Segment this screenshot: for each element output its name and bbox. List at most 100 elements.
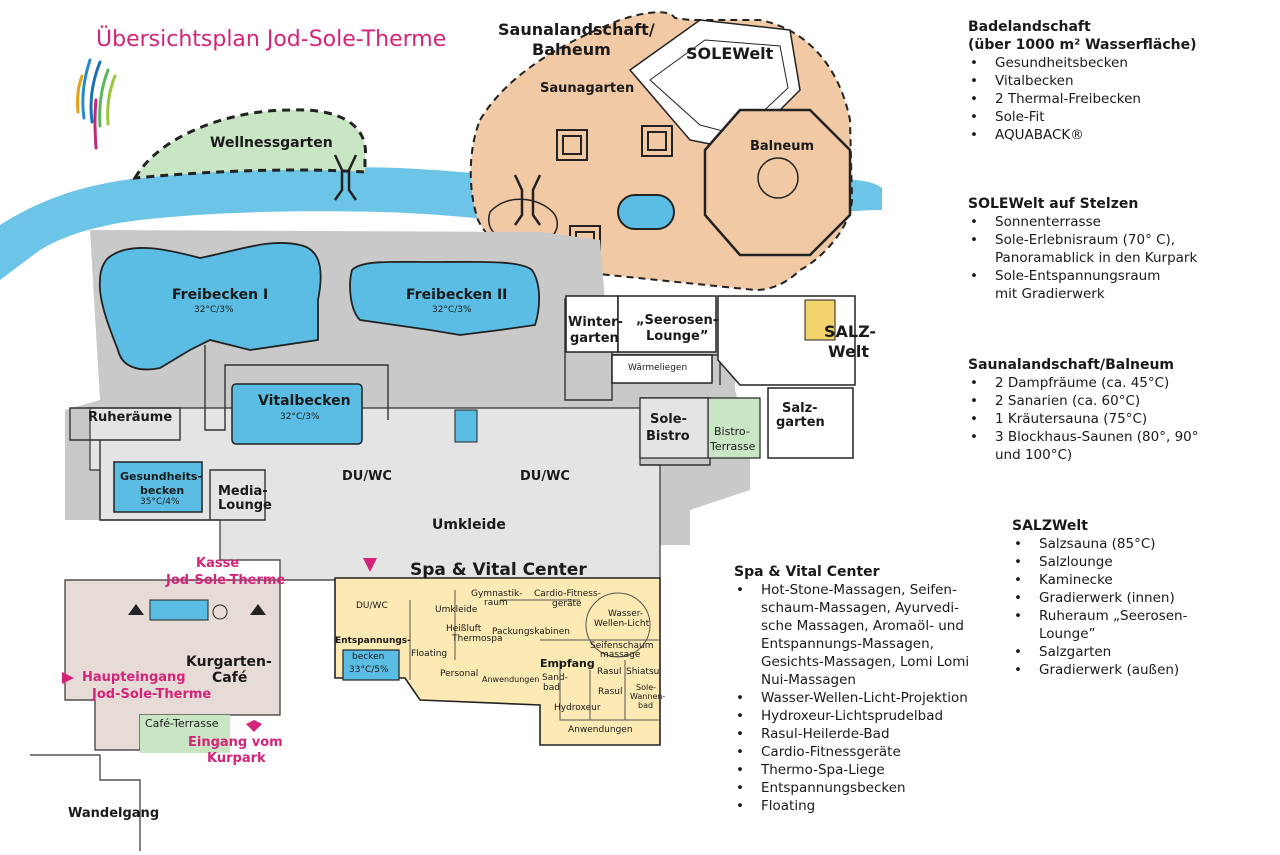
label-salzgarten-1: Salz- xyxy=(782,401,818,416)
legend-item: Kaminecke xyxy=(1012,571,1187,589)
label-anwendungen-1: Anwendungen xyxy=(482,675,540,684)
label-shiatsu: Shiatsu xyxy=(626,667,660,677)
legend-item: AQUABACK® xyxy=(968,126,1197,144)
legend-item-cont: Entspannungs-Massagen, xyxy=(761,636,934,652)
legend-item-cont: Nui-Massagen xyxy=(761,672,856,688)
legend-item-cont: Lounge” xyxy=(1039,626,1096,642)
label-rasul-2: Rasul xyxy=(598,687,623,697)
label-gesundheitsbecken-1: Gesundheits- xyxy=(120,470,203,483)
label-wasser-wellen-1: Wasser- xyxy=(608,609,644,619)
legend-item: Thermo-Spa-Liege xyxy=(734,761,969,779)
label-salzgarten-2: garten xyxy=(776,415,825,430)
legend-item: Gradierwerk (innen) xyxy=(1012,589,1187,607)
legend-item-cont: Panoramablick in den Kurpark xyxy=(995,250,1198,266)
legend-sauna: Saunalandschaft/Balneum 2 Dampfräume (ca… xyxy=(968,356,1199,464)
spa-walls xyxy=(409,590,660,721)
sauna-pool xyxy=(617,194,675,230)
legend-item-cont: mit Gradierwerk xyxy=(995,286,1105,302)
label-heissluft-1: Heißluft xyxy=(446,624,482,634)
river-bank xyxy=(0,224,61,266)
label-salzwelt-1: SALZ- xyxy=(824,322,877,341)
legend-item: Ruheraum „Seerosen- xyxy=(1012,607,1187,625)
label-rasul-1: Rasul xyxy=(597,667,622,677)
label-wintergarten-1: Winter- xyxy=(568,315,623,330)
label-haupteingang-1: Haupteingang xyxy=(82,670,186,685)
legend-item: Sonnenterrasse xyxy=(968,213,1197,231)
vitalbecken-pool xyxy=(231,383,363,445)
entspannungsbecken-pool xyxy=(342,649,400,681)
label-duwc-2: DU/WC xyxy=(520,469,570,484)
label-wintergarten-2: garten xyxy=(570,331,619,346)
label-seerosen-2: Lounge” xyxy=(646,329,709,344)
freibecken-1-pool xyxy=(98,242,322,371)
label-salzwelt-2: Welt xyxy=(828,342,870,361)
label-kasse-2: Jod-Sole-Therme xyxy=(166,573,286,588)
seerosen-lounge-room xyxy=(617,295,717,353)
legend-item: Wasser-Wellen-Licht-Projektion xyxy=(734,689,969,707)
therme-logo xyxy=(76,58,117,150)
label-packungskabinen: Packungskabinen xyxy=(492,627,570,637)
legend-item: Sole-Entspannungsraum xyxy=(968,267,1197,285)
balneum-building xyxy=(703,108,852,257)
label-vitalbecken-temp: 32°C/3% xyxy=(280,412,320,422)
label-seifenschaum-1: Seifenschaum xyxy=(590,641,654,651)
label-eingang-kurpark-2: Kurpark xyxy=(207,751,266,766)
label-gesundheitsbecken-temp: 35°C/4% xyxy=(140,497,180,507)
label-sole-wannenbad-1: Sole- xyxy=(636,683,657,692)
label-gymnastikraum-2: raum xyxy=(484,598,508,608)
legend-salzwelt-title: SALZWelt xyxy=(1012,518,1088,534)
label-seifenschaum-2: massage xyxy=(600,650,641,660)
label-wandelgang: Wandelgang xyxy=(68,806,160,821)
label-kurgarten-1: Kurgarten- xyxy=(186,654,272,670)
legend-item: 2 Sanarien (ca. 60°C) xyxy=(968,392,1199,410)
legend-badelandschaft-title-2: (über 1000 m² Wasserfläche) xyxy=(968,37,1197,53)
label-solewelt: SOLEWelt xyxy=(686,44,774,63)
gesundheitsbecken-pool xyxy=(113,461,203,513)
legend-item: 2 Dampfräume (ca. 45°C) xyxy=(968,374,1199,392)
legend-item: Hydroxeur-Lichtsprudelbad xyxy=(734,707,969,725)
haupteingang-arrow xyxy=(62,672,74,684)
map-title: Übersichtsplan Jod-Sole-Therme xyxy=(96,27,447,52)
label-eingang-kurpark-1: Eingang vom xyxy=(188,735,283,750)
legend-item: 2 Thermal-Freibecken xyxy=(968,90,1197,108)
legend-badelandschaft-title-1: Badelandschaft xyxy=(968,19,1091,35)
legend-item: Gesundheitsbecken xyxy=(968,54,1197,72)
label-media-lounge-1: Media- xyxy=(218,484,268,499)
label-vitalbecken: Vitalbecken xyxy=(258,393,351,409)
legend-item-cont: und 100°C) xyxy=(995,447,1073,463)
label-wasser-wellen-2: Wellen-Licht xyxy=(594,619,650,629)
label-waermeliegen: Wärmeliegen xyxy=(628,363,688,373)
label-balneum: Balneum xyxy=(750,139,815,154)
label-entspannungsbecken-1: Entspannungs- xyxy=(335,636,411,646)
label-haupteingang-2: Jod-Sole-Therme xyxy=(92,687,212,702)
label-personal: Personal xyxy=(440,669,479,679)
wintergarten-room xyxy=(565,295,619,353)
label-anwendungen-2: Anwendungen xyxy=(568,725,633,735)
freibecken-2-pool xyxy=(349,260,541,336)
legend-badelandschaft: Badelandschaft (über 1000 m² Wasserfläch… xyxy=(968,18,1197,144)
legend-item: Floating xyxy=(734,797,969,815)
label-sole-bistro-1: Sole- xyxy=(650,412,687,427)
label-seerosen-1: „Seerosen- xyxy=(636,313,719,328)
legend-item: Salzsauna (85°C) xyxy=(1012,535,1187,553)
legend-item-cont: schaum-Massagen, Ayurvedi- xyxy=(761,600,960,616)
label-kasse-1: Kasse xyxy=(196,556,240,571)
label-freibecken-2-temp: 32°C/3% xyxy=(432,305,472,315)
label-cafe-terrasse: Café-Terrasse xyxy=(145,717,219,730)
label-balneum-top: Balneum xyxy=(532,40,611,59)
salzgarten-room xyxy=(767,387,854,459)
legend-item: Salzlounge xyxy=(1012,553,1187,571)
label-duwc-1: DU/WC xyxy=(342,469,392,484)
label-bistro-terrasse-2: Terrasse xyxy=(710,440,756,453)
bridges xyxy=(333,154,542,226)
legend-item-cont: Gesichts-Massagen, Lomi Lomi xyxy=(761,654,970,670)
legend-item: Hot-Stone-Massagen, Seifen- xyxy=(734,581,969,599)
kurpark-arrow xyxy=(246,720,262,732)
label-bistro-terrasse-1: Bistro- xyxy=(714,425,750,438)
legend-solewelt-title: SOLEWelt auf Stelzen xyxy=(968,196,1139,212)
label-sandbad-2: bad xyxy=(543,683,560,693)
label-heissluft-2: Thermospa xyxy=(452,634,503,644)
label-spa-umkleide: Umkleide xyxy=(435,605,478,615)
